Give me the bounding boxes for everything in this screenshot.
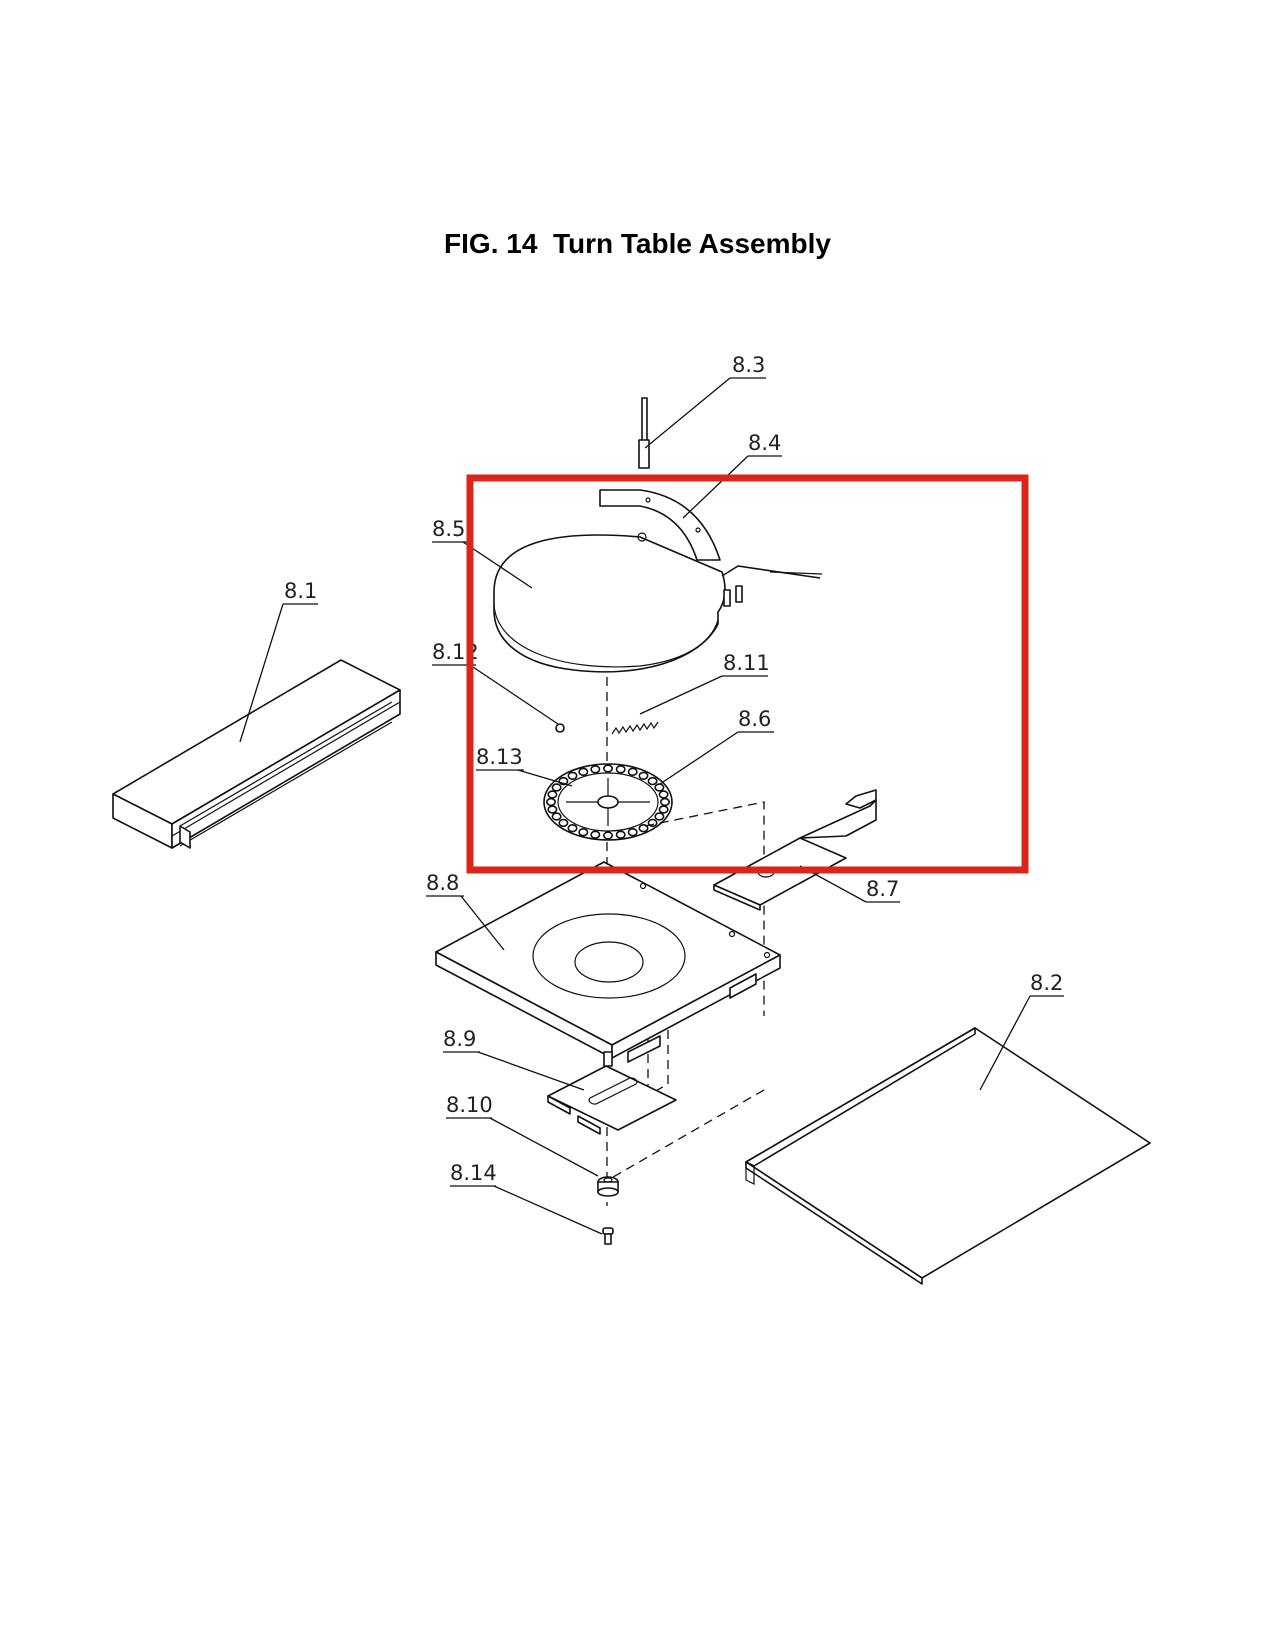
part-8-12-ball <box>555 723 565 733</box>
bearing-ball <box>590 765 601 774</box>
callout-8-4: 8.4 <box>748 431 781 455</box>
callout-8-8: 8.8 <box>426 871 459 895</box>
figure-title: FIG. 14 Turn Table Assembly <box>444 228 831 259</box>
bearing-ball <box>567 771 578 780</box>
highlight-box <box>466 474 1029 874</box>
part-8-8-base-plate <box>435 861 781 1063</box>
callout-8-11: 8.11 <box>723 651 770 675</box>
bearing-ball <box>602 764 613 773</box>
part-8-5-turntable-disc <box>493 532 823 673</box>
bearing-ball <box>578 827 589 837</box>
callout-8-1: 8.1 <box>284 579 317 603</box>
part-8-11-spring <box>611 721 659 735</box>
part-8-1-channel <box>112 659 401 849</box>
bearing-ball <box>578 767 589 776</box>
bearing-ball <box>547 805 558 814</box>
construction-dash-right <box>644 801 765 1016</box>
callout-8-9: 8.9 <box>443 1027 476 1051</box>
part-8-14-screw <box>602 1227 614 1245</box>
callout-8-7: 8.7 <box>866 877 899 901</box>
bearing-ball <box>590 830 601 839</box>
part-8-4-arc-segment <box>599 489 721 561</box>
part-8-7-slide-bar <box>713 789 877 911</box>
bearing-ball <box>567 823 578 833</box>
callout-8-14: 8.14 <box>450 1161 497 1185</box>
part-8-9-bracket-plate <box>547 1051 677 1135</box>
part-8-10-bushing <box>597 1176 619 1197</box>
part-8-3-pin <box>638 397 650 469</box>
bearing-ball <box>602 831 613 840</box>
part-8-2-ramp-plate <box>745 1027 1151 1285</box>
callout-8-10: 8.10 <box>446 1093 493 1117</box>
bearing-ball <box>654 783 665 792</box>
bearing-ball <box>551 783 562 792</box>
bearing-ball <box>627 827 638 837</box>
bearing-ball <box>558 818 569 828</box>
bearing-ball <box>659 797 670 807</box>
callout-8-5: 8.5 <box>432 517 465 541</box>
callout-8-3: 8.3 <box>732 353 765 377</box>
bearing-ball <box>638 771 649 780</box>
callout-8-13: 8.13 <box>476 745 523 769</box>
callout-8-2: 8.2 <box>1030 971 1063 995</box>
bearing-ball <box>627 767 638 776</box>
bearing-ball <box>654 812 665 821</box>
bearing-ball <box>551 812 562 821</box>
construction-dash-bottom <box>607 1089 765 1181</box>
bearing-ball <box>615 830 626 839</box>
bearing-ball <box>547 790 558 799</box>
bearing-ball <box>658 790 669 799</box>
bearing-ball <box>647 776 658 786</box>
bearing-ball <box>615 765 626 774</box>
bearing-ball <box>658 805 669 814</box>
part-8-6-bearing-ring <box>543 763 673 841</box>
callout-8-6: 8.6 <box>738 707 771 731</box>
bearing-ball <box>545 797 556 807</box>
